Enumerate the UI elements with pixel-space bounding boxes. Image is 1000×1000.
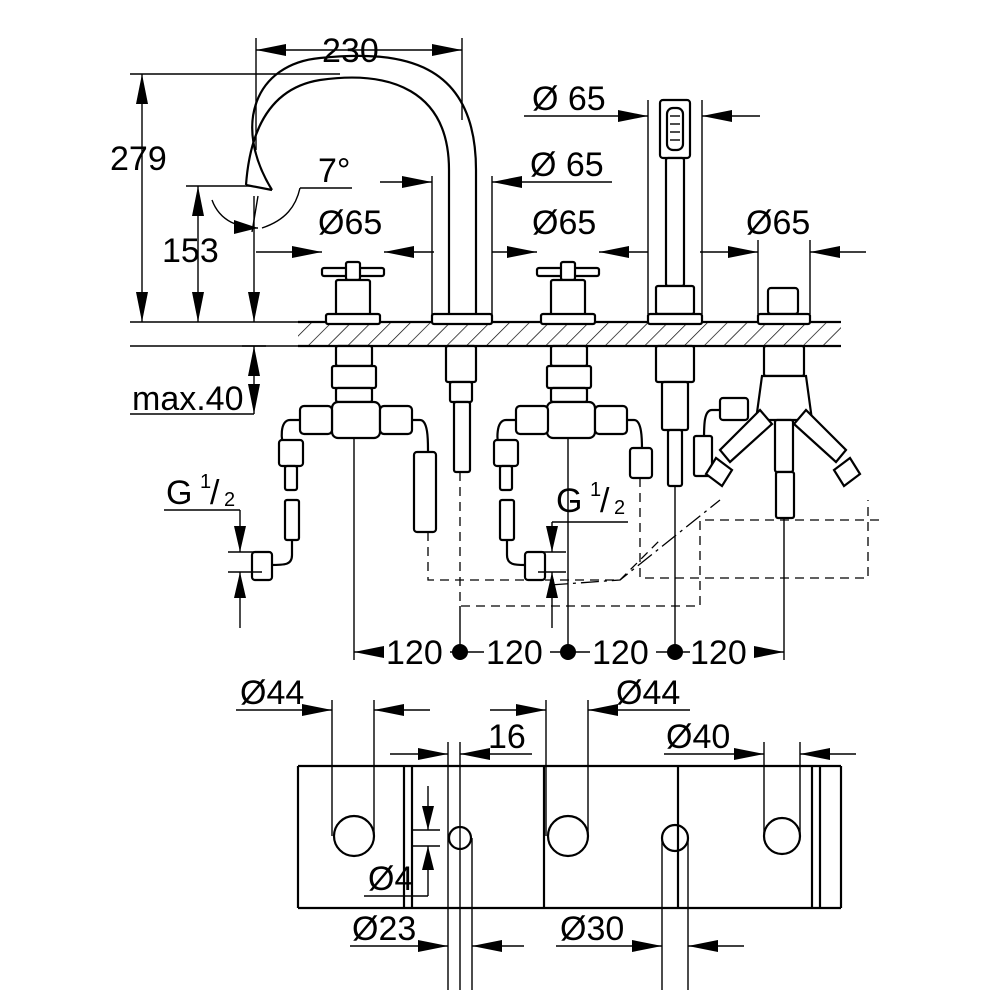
dim-valve-left-dia: Ø65 (318, 204, 382, 242)
dim-spacing-2: 120 (486, 634, 543, 672)
hole-template (236, 700, 856, 990)
dim-spacing-4: 120 (690, 634, 747, 672)
dim-spacing-1: 120 (386, 634, 443, 672)
dimension-lines-top (130, 38, 866, 628)
dim-spacing-3: 120 (592, 634, 649, 672)
dim-spout-height: 279 (110, 140, 167, 178)
dim-spout-base-dia: Ø 65 (530, 146, 604, 184)
dim-thread-num-right: 1 (590, 479, 601, 501)
hole-medium (660, 823, 690, 853)
spacing-node-3 (667, 644, 683, 660)
dim-connection-right: G (556, 482, 582, 520)
dim-hole-left: Ø44 (240, 674, 304, 712)
dim-thread-den-left: 2 (224, 489, 235, 511)
dim-diverter-dia: Ø65 (746, 204, 810, 242)
dim-thread-slash-left: / (210, 474, 220, 512)
dim-thread-num-left: 1 (200, 471, 211, 493)
dim-hole-right: Ø40 (666, 718, 730, 756)
dim-pin-offset: 16 (488, 718, 526, 756)
dim-handshower-dia: Ø 65 (532, 80, 606, 118)
spout-connector (444, 344, 478, 474)
spacing-dimension-row (354, 634, 784, 670)
dim-valve-right-dia: Ø65 (532, 204, 596, 242)
hole-center (546, 814, 590, 858)
dim-hole-center: Ø44 (616, 674, 680, 712)
dim-spout-angle: 7° (318, 152, 351, 190)
handshower (646, 98, 704, 488)
dim-connection-left: G (166, 474, 192, 512)
dim-medium-hole: Ø30 (560, 910, 624, 948)
dim-pin-dia: Ø4 (368, 860, 413, 898)
dimension-labels: 230 279 153 7° max.40 Ø 65 Ø 65 Ø65 Ø65 … (110, 32, 810, 948)
connection-lines (353, 438, 880, 660)
dim-thread-slash-right: / (600, 482, 610, 520)
dim-deck-thickness: max.40 (132, 380, 244, 418)
dim-spout-reach: 230 (322, 32, 379, 70)
dim-spout-outlet-height: 153 (162, 232, 219, 270)
dim-small-hole: Ø23 (352, 910, 416, 948)
center-valve (492, 260, 654, 582)
spacing-node-1 (452, 644, 468, 660)
deck-section (130, 320, 841, 348)
dim-thread-den-right: 2 (614, 497, 625, 519)
hole-left (332, 814, 376, 858)
diverter (692, 286, 862, 520)
hole-right (762, 816, 802, 856)
spacing-node-2 (560, 644, 576, 660)
left-valve (250, 260, 438, 582)
